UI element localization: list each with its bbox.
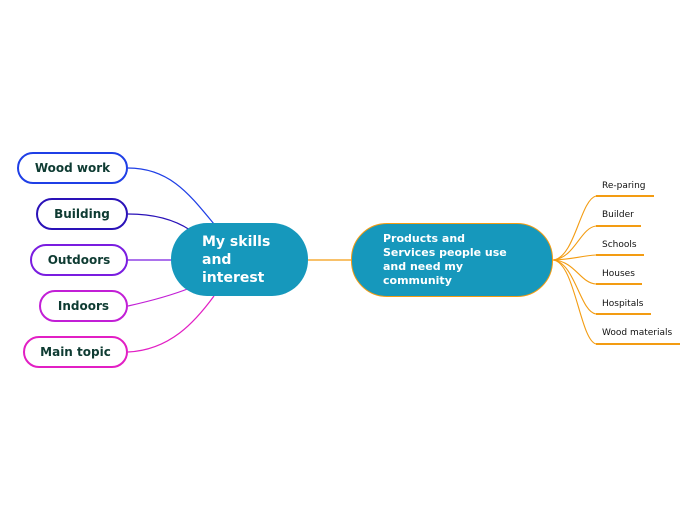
branch-wood-materials [552,259,597,345]
leaf-builder[interactable]: Builder [602,210,634,220]
topic-building[interactable]: Building [36,198,128,230]
branch-main-topic [127,295,215,353]
leaf-re-paring-label: Re-paring [602,181,646,191]
branch-builder [552,225,597,261]
leaf-builder-label: Builder [602,210,634,220]
branch-indoors [127,287,191,307]
branch-re-paring [552,195,597,261]
topic-wood-work[interactable]: Wood work [17,152,128,184]
topic-outdoors-label: Outdoors [47,253,111,267]
topic-main-topic[interactable]: Main topic [23,336,128,368]
leaf-wood-materials[interactable]: Wood materials [602,328,672,338]
branch-building [127,213,191,231]
leaf-schools-label: Schools [602,240,637,250]
right-underlines [596,195,680,345]
leaf-wood-materials-label: Wood materials [602,328,673,338]
right-branches [552,195,597,345]
leaf-re-paring[interactable]: Re-paring [602,181,645,191]
central-topic-skills[interactable]: My skills and interest [171,223,308,296]
leaf-schools[interactable]: Schools [602,240,637,250]
central-topic-products-label: Products and Services people use and nee… [383,232,507,287]
topic-wood-work-label: Wood work [34,161,111,175]
leaf-hospitals[interactable]: Hospitals [602,299,643,309]
branch-hospitals [552,259,597,315]
topic-main-topic-label: Main topic [40,345,111,359]
central-topic-skills-label: My skills and interest [202,233,271,286]
topic-building-label: Building [54,207,110,221]
leaf-houses-label: Houses [602,269,635,279]
topic-outdoors[interactable]: Outdoors [30,244,128,276]
leaf-hospitals-label: Hospitals [602,299,644,309]
branch-schools [552,254,597,261]
branch-wood-work [127,167,215,225]
topic-indoors-label: Indoors [57,299,110,313]
topic-indoors[interactable]: Indoors [39,290,128,322]
central-topic-products[interactable]: Products and Services people use and nee… [351,223,553,297]
leaf-houses[interactable]: Houses [602,269,635,279]
